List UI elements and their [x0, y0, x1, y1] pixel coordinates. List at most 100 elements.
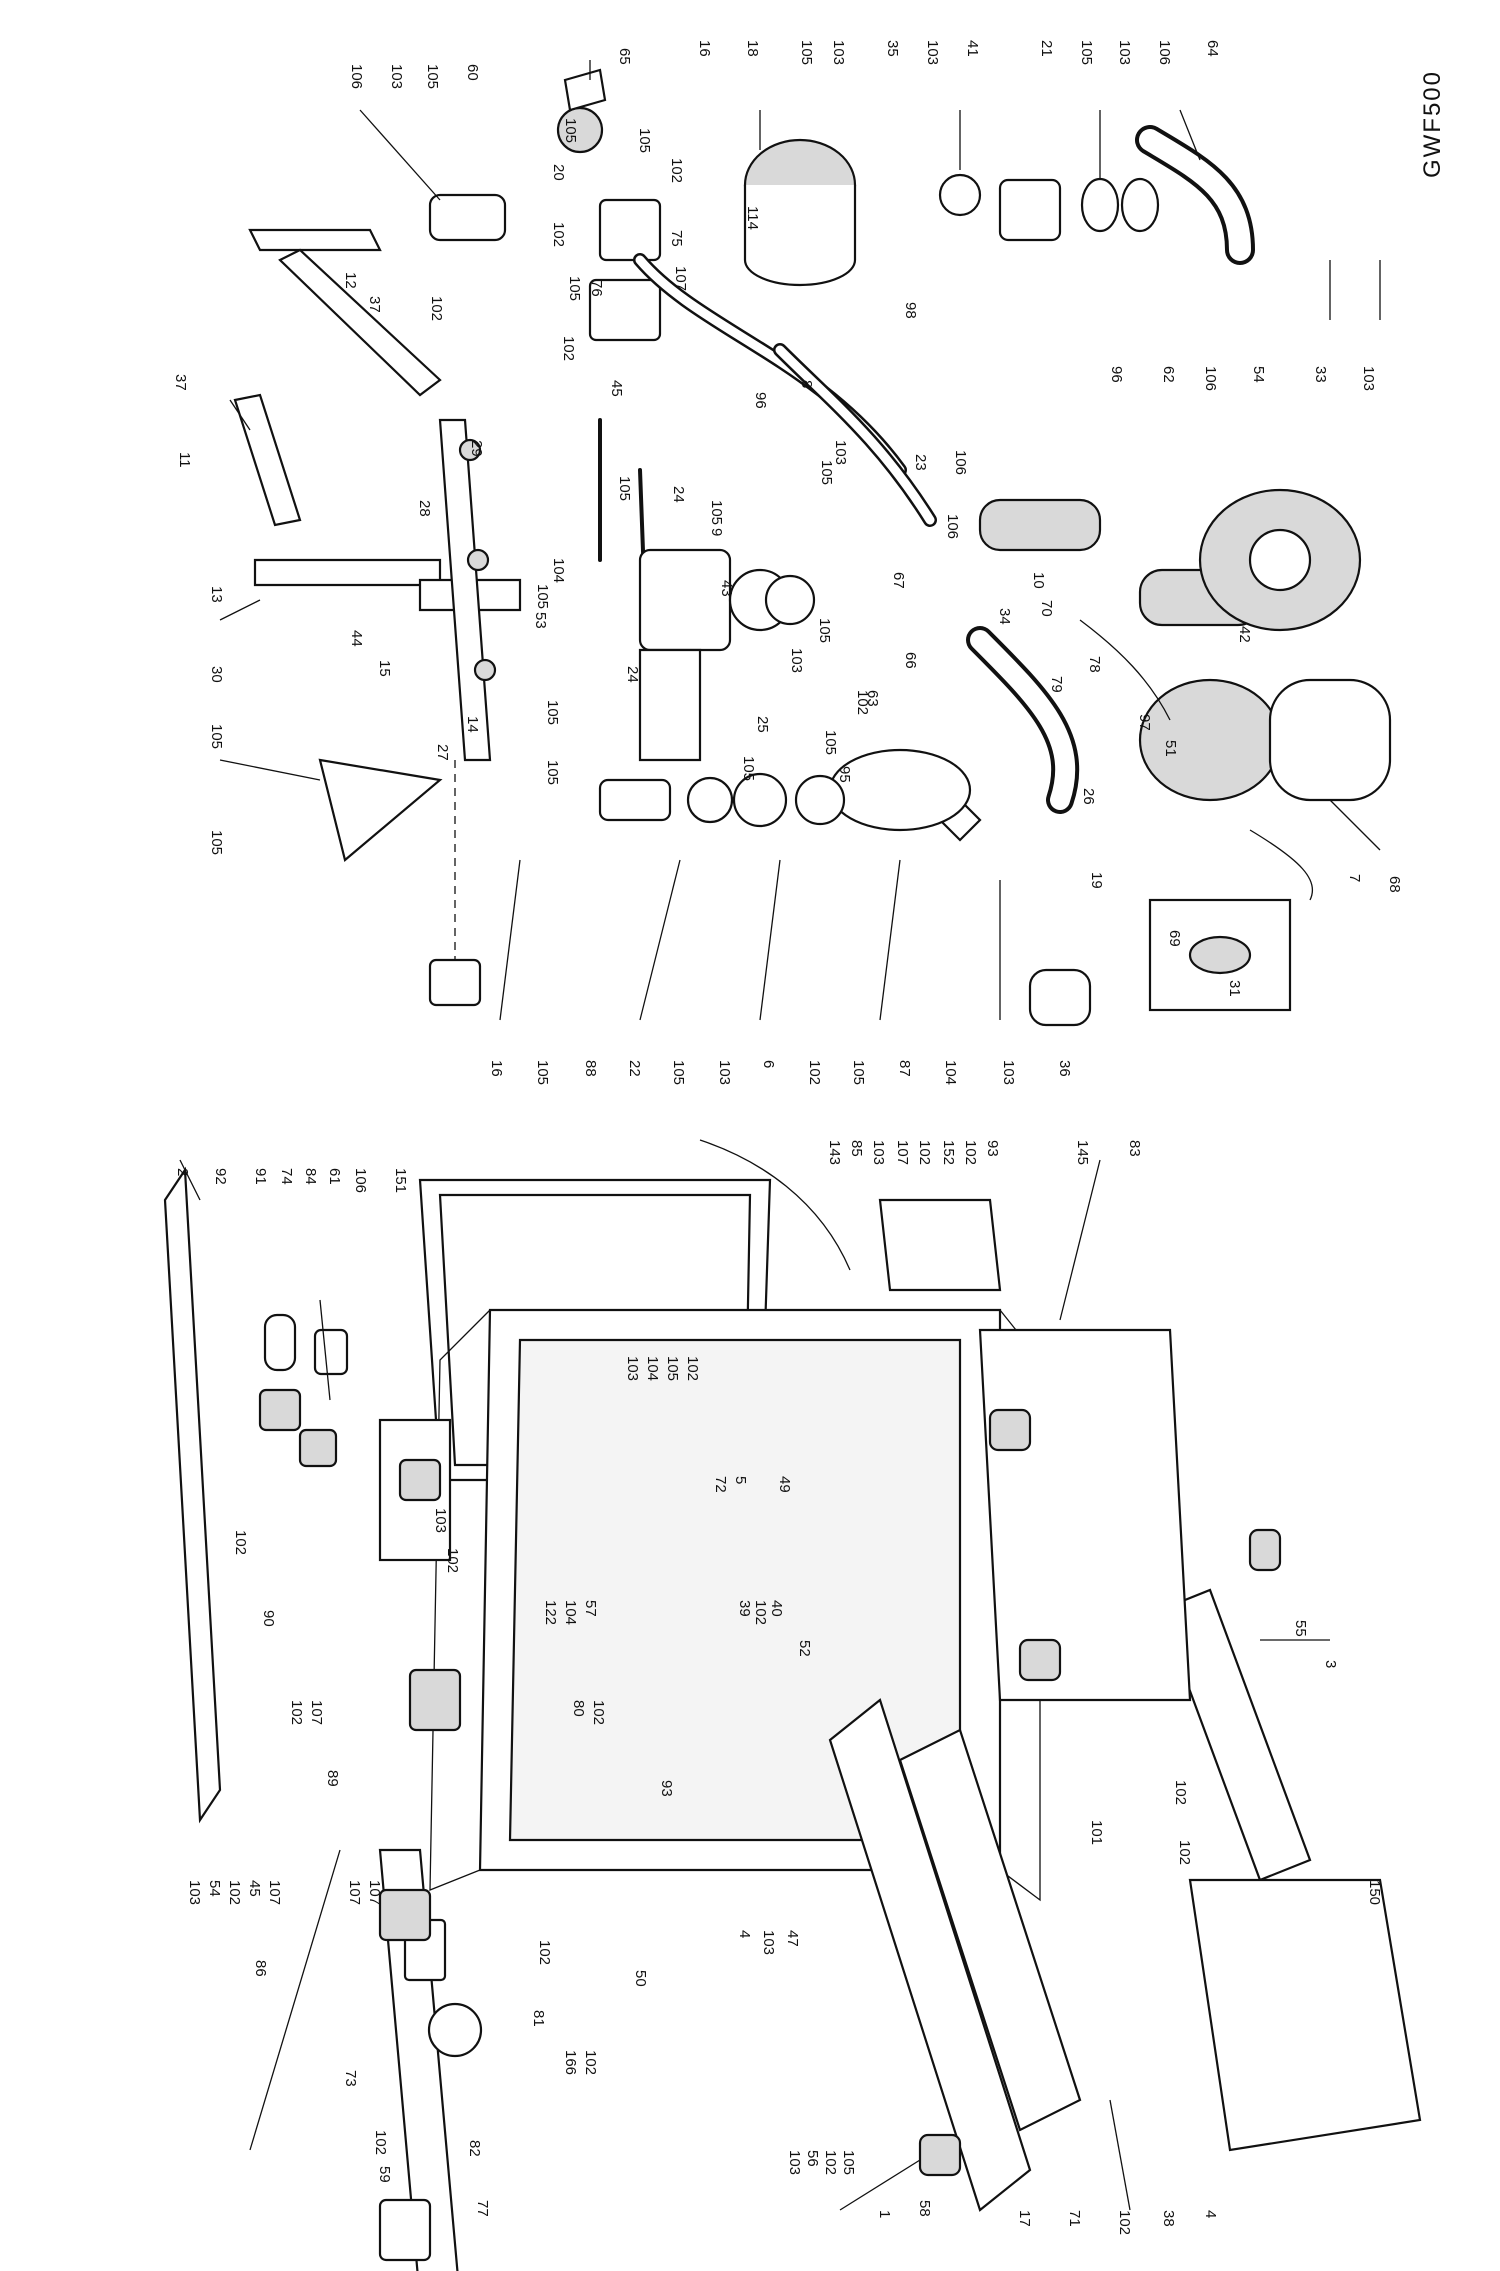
pump-53 — [638, 548, 732, 652]
callout: 11 — [176, 452, 193, 468]
callout: 79 — [1048, 676, 1065, 693]
callout: 54 — [206, 1880, 223, 1897]
callout: 44 — [348, 630, 365, 647]
callout: 38 — [1160, 2210, 1177, 2227]
callout: 45 — [246, 1880, 263, 1897]
callout: 150 — [1366, 1880, 1383, 1905]
callout: 76 — [588, 280, 605, 297]
callout: 7 — [1346, 874, 1363, 882]
callout: 20 — [550, 164, 567, 181]
leader-lines — [179, 60, 1381, 2211]
callout: 61 — [326, 1168, 343, 1185]
callout: 19 — [1088, 872, 1105, 889]
callout: 102 — [536, 1940, 553, 1965]
callout: 24 — [624, 666, 641, 683]
base-150 — [1188, 1878, 1422, 2152]
callout: 105 — [544, 700, 561, 725]
callout: 96 — [752, 392, 769, 409]
callout: 102 — [550, 222, 567, 247]
callout: 40 — [768, 1600, 785, 1617]
callout: 57 — [582, 1600, 599, 1617]
disc-41 — [938, 173, 982, 217]
callout: 103 — [832, 440, 849, 465]
callout: 69 — [1166, 930, 1183, 947]
callout: 102 — [372, 2130, 389, 2155]
door-17 — [898, 1728, 1082, 2132]
callout: 66 — [902, 652, 919, 669]
callout: 103 — [624, 1356, 641, 1381]
part-86 — [378, 1888, 432, 1942]
callout: 105 — [740, 756, 757, 781]
callout: 101 — [1088, 1820, 1105, 1845]
callout: 103 — [870, 1140, 887, 1165]
callout: 56 — [804, 2150, 821, 2167]
upper-assembly — [233, 68, 1392, 1027]
callout: 81 — [530, 2010, 547, 2027]
callout: 18 — [744, 40, 761, 57]
callout: 92 — [212, 1168, 229, 1185]
callout: 107 — [346, 1880, 363, 1905]
triangle-bracket-7 — [318, 758, 443, 862]
callout: 114 — [744, 206, 761, 230]
callout: 55 — [1292, 1620, 1309, 1637]
callout: 10 — [1030, 572, 1047, 589]
ring-103-low — [794, 774, 846, 826]
callout: 83 — [1126, 1140, 1143, 1157]
frame-rail-11 — [233, 393, 302, 527]
callout: 52 — [796, 1640, 813, 1657]
heater-element — [638, 648, 702, 762]
callout: 53 — [532, 612, 549, 629]
callout: 103 — [788, 648, 805, 673]
callout: 102 — [962, 1140, 979, 1165]
callout: 107 — [672, 266, 689, 291]
callout: 80 — [570, 1700, 587, 1717]
callout: 86 — [252, 1960, 269, 1977]
callout: 37 — [172, 374, 189, 391]
callout: 103 — [760, 1930, 777, 1955]
callout: 105 — [818, 460, 835, 485]
lower-callout-labels: 2 92 91 74 84 61 106 151 102 103 102 90 … — [174, 1140, 1383, 2235]
arm-fitting — [458, 438, 482, 462]
callout: 105 — [1078, 40, 1095, 65]
bracket-arm — [278, 248, 442, 397]
callout: 105 — [534, 584, 551, 609]
callout: 77 — [474, 2200, 491, 2217]
callout: 106 — [944, 514, 961, 539]
latch-58 — [918, 2133, 962, 2177]
foot-55 — [1248, 1528, 1282, 1572]
callout: 105 — [850, 1060, 867, 1085]
callout: 24 — [670, 486, 687, 503]
callout: 47 — [784, 1930, 801, 1947]
callout: 17 — [1016, 2210, 1033, 2227]
arm-fitting — [473, 658, 497, 682]
callout: 35 — [884, 40, 901, 57]
callout: 60 — [464, 64, 481, 81]
callout: 30 — [208, 666, 225, 683]
cover-87 — [828, 748, 972, 832]
callout: 145 — [1074, 1140, 1091, 1165]
callout: 102 — [428, 296, 445, 321]
callout: 102 — [668, 158, 685, 183]
callout: 33 — [1312, 366, 1329, 383]
callout: 152 — [940, 1140, 957, 1165]
callout: 104 — [644, 1356, 661, 1381]
callout: 5 — [732, 1476, 749, 1484]
model-code: GWF500 — [1419, 70, 1446, 178]
callout: 6 — [760, 1060, 777, 1068]
callout: 106 — [1202, 366, 1219, 391]
callout: 43 — [718, 580, 735, 597]
callout: 4 — [1202, 2210, 1219, 2218]
control-panel-73 — [378, 1848, 459, 2271]
top-panel-2 — [163, 1166, 222, 1824]
callout: 1 — [876, 2210, 893, 2218]
callout: 9 — [708, 528, 725, 536]
callout: 105 — [816, 618, 833, 643]
callout: 36 — [1056, 1060, 1073, 1077]
part-95 — [1188, 935, 1252, 975]
callout: 105 — [708, 500, 725, 525]
knob-81 — [427, 2002, 483, 2058]
callout: 102 — [1116, 2210, 1133, 2235]
callout: 104 — [942, 1060, 959, 1085]
callout: 15 — [376, 660, 393, 677]
callout: 93 — [658, 1780, 675, 1797]
